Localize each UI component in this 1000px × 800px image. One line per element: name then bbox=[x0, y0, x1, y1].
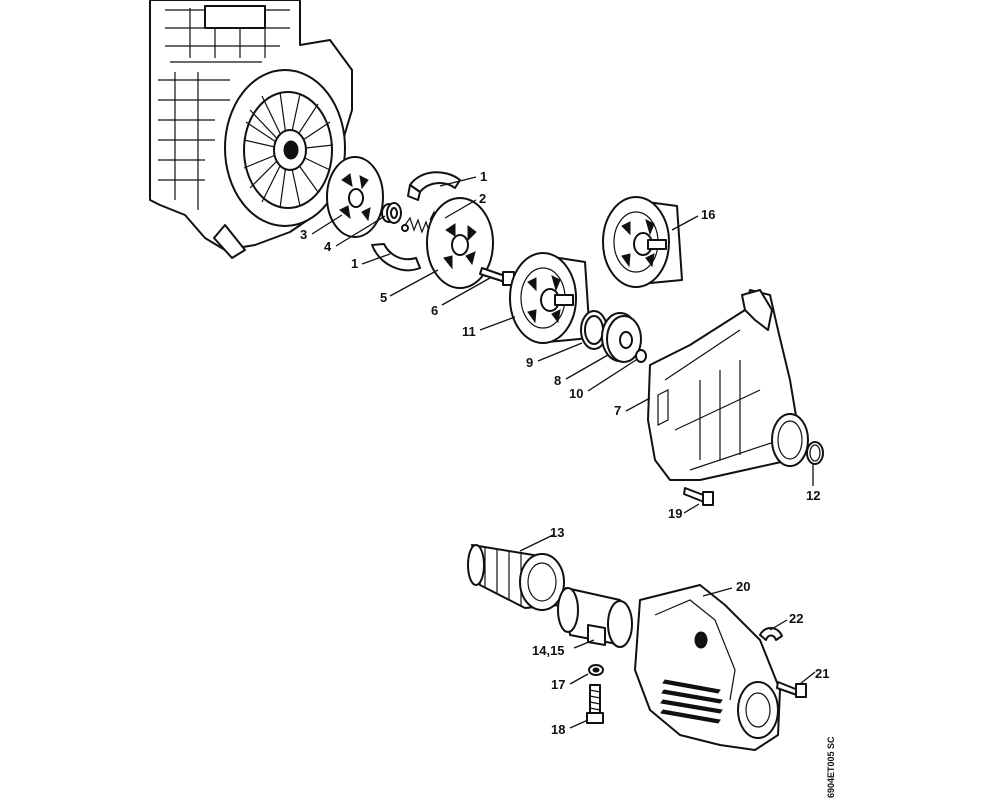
sleeve-10 bbox=[635, 349, 647, 363]
clutch-shoe-lower bbox=[371, 243, 421, 272]
washer-17 bbox=[588, 664, 604, 676]
clutch-drum-16 bbox=[602, 196, 683, 288]
callout-4: 4 bbox=[324, 239, 332, 254]
callout-8: 8 bbox=[554, 373, 561, 388]
circlip-12 bbox=[806, 441, 824, 465]
sleeve-14-15 bbox=[557, 587, 633, 648]
callout-14-15: 14,15 bbox=[532, 643, 565, 658]
drawing-code: 6904ET005 SC bbox=[826, 736, 836, 798]
callout-17: 17 bbox=[551, 677, 565, 692]
callout-2: 2 bbox=[479, 191, 486, 206]
callout-19: 19 bbox=[668, 506, 682, 521]
callout-12: 12 bbox=[806, 488, 820, 503]
gear-housing bbox=[647, 289, 809, 481]
callout-7: 7 bbox=[614, 403, 621, 418]
clutch-plate bbox=[426, 197, 494, 289]
screw-6 bbox=[479, 267, 515, 286]
protective-cover-20 bbox=[634, 584, 781, 751]
callout-11: 11 bbox=[462, 324, 476, 339]
screw-21 bbox=[776, 681, 807, 698]
callout-3: 3 bbox=[300, 227, 307, 242]
callout-5: 5 bbox=[380, 290, 387, 305]
clutch-shoe-upper bbox=[407, 171, 461, 201]
callout-6: 6 bbox=[431, 303, 438, 318]
anti-vibration-element-13 bbox=[467, 544, 565, 611]
callout-16: 16 bbox=[701, 207, 715, 222]
callout-1-top: 1 bbox=[480, 169, 487, 184]
callout-labels: 1 2 3 4 1 5 6 16 11 9 8 10 7 12 19 13 20… bbox=[300, 169, 829, 737]
callout-1-bottom: 1 bbox=[351, 256, 358, 271]
callout-13: 13 bbox=[550, 525, 564, 540]
callout-20: 20 bbox=[736, 579, 750, 594]
circlip-9 bbox=[580, 310, 608, 350]
leader-lines bbox=[311, 176, 816, 729]
callout-10: 10 bbox=[569, 386, 583, 401]
clutch-carrier bbox=[326, 156, 397, 238]
engine-block bbox=[149, 0, 353, 259]
washer bbox=[386, 202, 402, 224]
clip-22 bbox=[759, 627, 783, 641]
callout-18: 18 bbox=[551, 722, 565, 737]
screw-18 bbox=[586, 684, 604, 724]
ball-bearing-8 bbox=[601, 312, 642, 363]
callout-9: 9 bbox=[526, 355, 533, 370]
callout-21: 21 bbox=[815, 666, 829, 681]
callout-22: 22 bbox=[789, 611, 803, 626]
screw-19 bbox=[683, 487, 714, 506]
clutch-drum-11 bbox=[509, 252, 591, 344]
